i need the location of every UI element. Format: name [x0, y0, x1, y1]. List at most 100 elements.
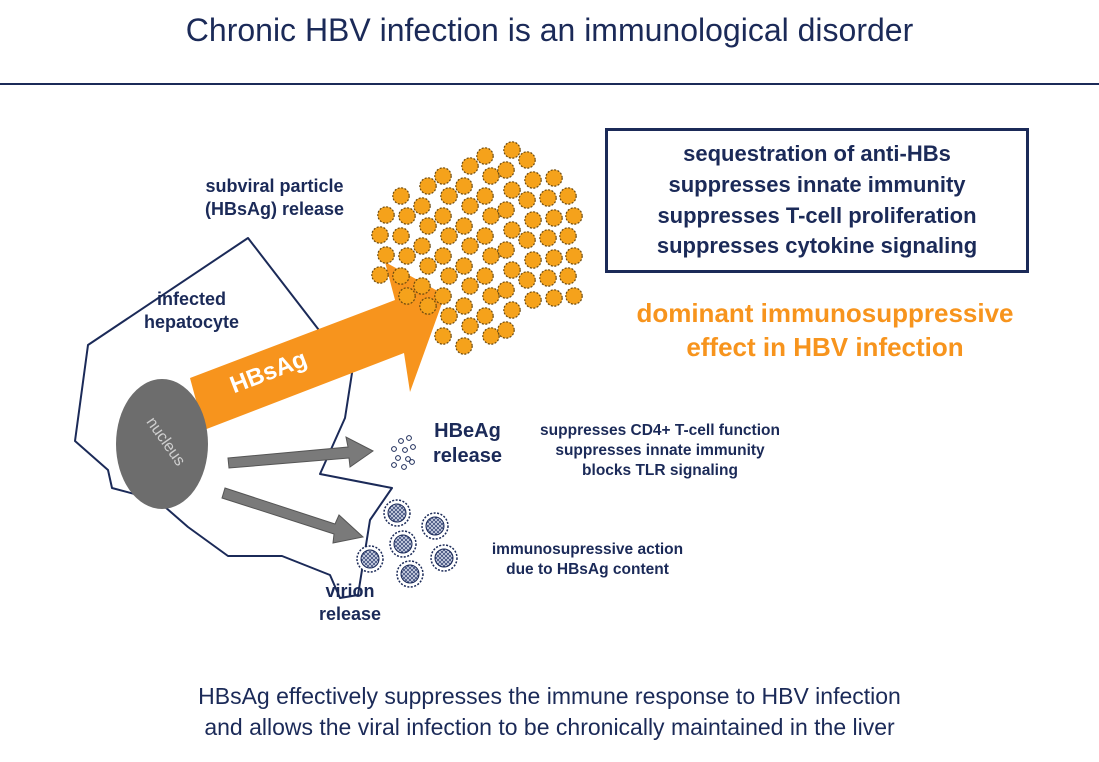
hbsag-particle: [461, 317, 479, 335]
hbsag-particle: [545, 249, 563, 267]
hbsag-particle: [455, 217, 473, 235]
hbsag-particle: [440, 187, 458, 205]
hbsag-particle: [413, 237, 431, 255]
hbsag-particle: [455, 177, 473, 195]
hbsag-particle: [377, 206, 395, 224]
hbeag-particle: [402, 447, 408, 453]
hbsag-particle: [497, 321, 515, 339]
hbsag-particle: [455, 297, 473, 315]
hbsag-particle: [434, 247, 452, 265]
effect-line: suppresses innate immunity: [668, 171, 966, 197]
hbsag-particle: [559, 227, 577, 245]
infected-hepatocyte-label: infected hepatocyte: [144, 289, 240, 332]
hbsag-particle: [392, 227, 410, 245]
hbsag-particle: [476, 307, 494, 325]
hbsag-particle: [497, 161, 515, 179]
subviral-release-label: subviral particle (HBsAg) release: [205, 176, 345, 219]
hbsag-particle: [440, 227, 458, 245]
hbsag-particle: [476, 147, 494, 165]
hbsag-particle: [482, 207, 500, 225]
hbsag-particle: [565, 247, 583, 265]
hepatocyte-cell: [74, 237, 393, 599]
hbeag-particle: [410, 444, 416, 450]
hbeag-particle-group: [391, 435, 416, 470]
virion-core: [360, 549, 380, 569]
hbsag-particle: [503, 141, 521, 159]
hbsag-particle: [419, 177, 437, 195]
virion-core: [400, 564, 420, 584]
virion-arrow: [221, 487, 365, 544]
hbsag-particle: [398, 207, 416, 225]
hbsag-particle: [434, 327, 452, 345]
hbsag-particle: [524, 291, 542, 309]
hbsag-particle: [461, 197, 479, 215]
virion-effects-text: immunosupressive action due to HBsAg con…: [491, 541, 684, 579]
hbeag-particle: [391, 446, 397, 452]
hbsag-particle: [413, 277, 431, 295]
hbsag-particle: [518, 151, 536, 169]
hbsag-particle: [545, 169, 563, 187]
hbsag-particle: [440, 307, 458, 325]
dominant-effect-text: dominant immunosuppressive effect in HBV…: [636, 298, 1014, 363]
virion-release-label: virion release: [318, 581, 382, 624]
hbsag-particle: [524, 171, 542, 189]
hbsag-particle: [503, 181, 521, 199]
title-divider: [0, 83, 1099, 85]
hbsag-particle: [503, 221, 521, 239]
effect-line: sequestration of anti-HBs: [683, 140, 951, 166]
hbsag-particle: [455, 337, 473, 355]
hbsag-particle: [419, 217, 437, 235]
hbsag-particle: [545, 289, 563, 307]
slide-title: Chronic HBV infection is an immunologica…: [185, 12, 914, 48]
hbsag-particle: [539, 269, 557, 287]
hbsag-particle: [559, 267, 577, 285]
hbeag-effects-text: suppresses CD4+ T-cell function suppress…: [540, 422, 780, 480]
hbsag-particle: [434, 287, 452, 305]
hbsag-particle: [377, 246, 395, 264]
hbsag-particle: [482, 327, 500, 345]
virion-core: [393, 534, 413, 554]
hbsag-particle: [497, 241, 515, 259]
hbeag-particle: [401, 464, 407, 470]
hbeag-particle: [405, 456, 411, 462]
hbsag-particle: [476, 227, 494, 245]
hbsag-particle: [461, 277, 479, 295]
hbeag-particle: [391, 462, 397, 468]
hbsag-particle: [497, 201, 515, 219]
hbsag-particle: [503, 261, 521, 279]
virion-group: [356, 499, 458, 588]
hbsag-particle: [476, 187, 494, 205]
effect-line: suppresses T-cell proliferation: [657, 202, 977, 228]
hbeag-release-label: HBeAg release: [433, 420, 502, 467]
virion-core: [425, 516, 445, 536]
hbsag-particle: [518, 231, 536, 249]
hbsag-particle: [419, 297, 437, 315]
hbsag-particle: [371, 266, 389, 284]
hbsag-particle: [419, 257, 437, 275]
hbsag-particle: [440, 267, 458, 285]
hbsag-particle: [392, 267, 410, 285]
hbsag-particle: [413, 197, 431, 215]
hbsag-particle: [539, 189, 557, 207]
hbsag-particle: [524, 211, 542, 229]
hbsag-particle: [371, 226, 389, 244]
hbeag-particle: [409, 459, 415, 465]
hbsag-particle: [392, 187, 410, 205]
hbsag-particle: [503, 301, 521, 319]
nucleus: [116, 379, 208, 509]
virion-core: [434, 548, 454, 568]
hbeag-particle: [406, 435, 412, 441]
hbsag-particle: [476, 267, 494, 285]
hbsag-particle: [434, 207, 452, 225]
hbsag-particle: [524, 251, 542, 269]
hbsag-particle: [497, 281, 515, 299]
hbsag-particle: [545, 209, 563, 227]
hbsag-particle: [559, 187, 577, 205]
hbsag-particle: [518, 191, 536, 209]
hbsag-particle: [539, 229, 557, 247]
conclusion-text: HBsAg effectively suppresses the immune …: [198, 683, 901, 741]
hbsag-particle: [398, 287, 416, 305]
hbsag-effects-box: sequestration of anti-HBs suppresses inn…: [605, 128, 1029, 273]
hbeag-arrow: [227, 436, 374, 469]
